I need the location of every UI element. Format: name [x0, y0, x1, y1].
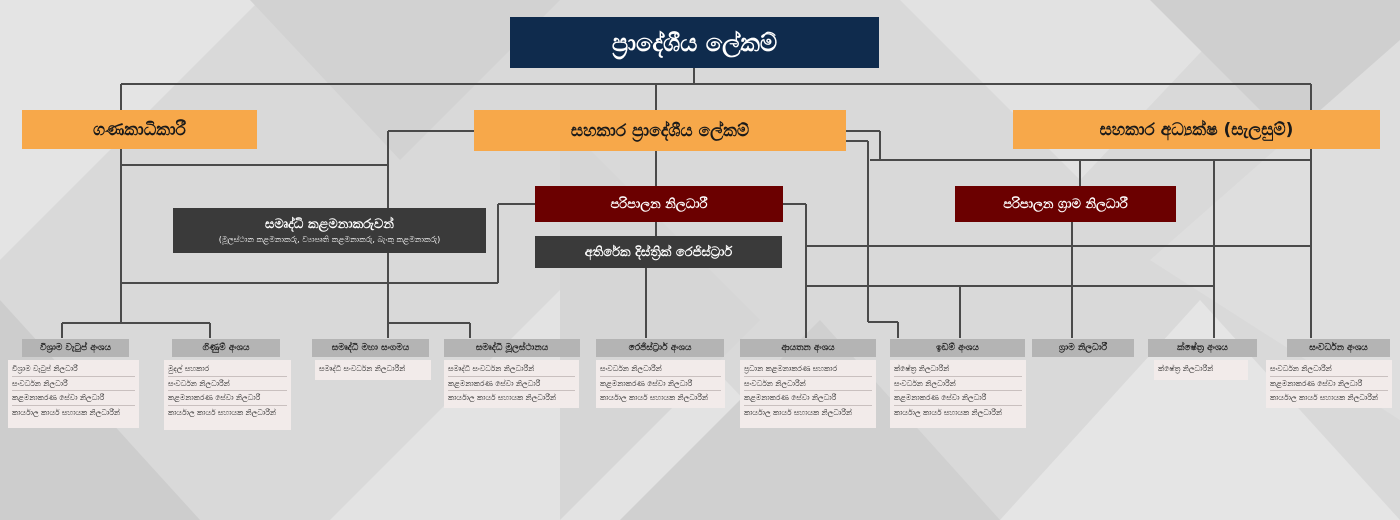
additional-district-registrar-title: අතිරේක දිස්ත්‍රික් රෙජිස්ට්‍රාර් — [584, 244, 733, 260]
list-item: කළමනාකරණ සේවා නිලධාරී — [744, 391, 872, 406]
list-item: කළමනාකරණ සේවා නිලධාරී — [894, 391, 1022, 406]
divisional-secretary-box: ප්‍රාදේශීය ලේකම් — [510, 17, 879, 68]
assistant-divisional-secretary-title: සහකාර ප්‍රාදේශීය ලේකම් — [570, 120, 750, 141]
list-item: සංවර්ධන නිලධාරීන් — [744, 377, 872, 391]
division-staff-list: විශ්‍රාම වැටුප් නිලධාරී සංවර්ධන නිලධාරී … — [8, 360, 139, 428]
division-header: සමෘද්ධි මහා සංගමය — [312, 339, 429, 357]
additional-district-registrar-box: අතිරේක දිස්ත්‍රික් රෙජිස්ට්‍රාර් — [535, 236, 782, 268]
list-item: සංවර්ධන නිලධාරීන් — [894, 377, 1022, 391]
division-staff-list: ක්ෂේත්‍ර නිලධාරීන් — [1154, 360, 1248, 380]
list-item: සංවර්ධන නිලධාරීන් — [600, 362, 721, 377]
list-item: කාර්යාල කාර්ය සහායක නිලධාරීන් — [600, 393, 709, 402]
division-staff-list: සමෘද්ධි සංවර්ධන නිලධාරීන් — [315, 360, 431, 380]
list-item: සංවර්ධන නිලධාරී — [12, 377, 135, 391]
division-header: රෙජිස්ට්‍රාර් අංශය — [596, 339, 724, 357]
division-header: ගිණුම් අංශය — [172, 339, 280, 357]
division-staff-list: සංවර්ධන නිලධාරීන් කළමනාකරණ සේවා නිලධාරී … — [596, 360, 725, 408]
division-staff-list: ප්‍රධාන කළමනාකරණ සහකාර සංවර්ධන නිලධාරීන්… — [740, 360, 876, 428]
list-item: මුදල් සහකාර — [168, 362, 287, 377]
list-item: කළමනාකරණ සේවා නිලධාරී — [1270, 377, 1388, 391]
list-item: ක්ෂේත්‍ර නිලධාරීන් — [1158, 364, 1214, 373]
accountant-box: ගණකාධිකාරී — [22, 110, 257, 149]
admin-officer-title: පරිපාලන නිලධාරී — [610, 196, 708, 212]
list-item: සමෘද්ධි සංවර්ධන නිලධාරීන් — [319, 364, 406, 373]
list-item: කාර්යාල කාර්ය සහායක නිලධාරීන් — [12, 407, 121, 417]
division-header: ආයතන අංශය — [740, 339, 876, 357]
division-header: ඉඩම් අංශය — [890, 339, 1025, 357]
division-staff-list: සංවර්ධන නිලධාරීන් කළමනාකරණ සේවා නිලධාරී … — [1266, 360, 1392, 408]
list-item: කළමනාකරණ සේවා නිලධාරී — [12, 391, 135, 406]
division-header: සමෘද්ධි මූලස්ථානය — [444, 339, 580, 357]
list-item: කාර්යාල කාර්ය සහායක නිලධාරීන් — [744, 407, 853, 417]
list-item: ප්‍රධාන කළමනාකරණ සහකාර — [744, 362, 872, 377]
divisional-secretary-title: ප්‍රාදේශීය ලේකම් — [611, 28, 778, 57]
list-item: සංවර්ධන නිලධාරීන් — [168, 377, 287, 391]
admin-grama-niladhari-box: පරිපාලන ග්‍රාම නිලධාරී — [955, 186, 1176, 222]
division-header: විශ්‍රාම වැටුප් අංශය — [22, 339, 129, 357]
division-staff-list: මුදල් සහකාර සංවර්ධන නිලධාරීන් කළමනාකරණ ස… — [164, 360, 291, 430]
assistant-divisional-secretary-box: සහකාර ප්‍රාදේශීය ලේකම් — [474, 110, 846, 151]
samurdhi-managers-title: සමෘද්ධි කළමනාකරුවන් — [265, 216, 394, 232]
list-item: කළමනාකරණ සේවා නිලධාරී — [168, 391, 287, 406]
division-header: ක්ෂේත්‍ර අංශය — [1148, 339, 1257, 357]
assistant-director-planning-title: සහකාර අධ්‍යක්ෂ (සැලසුම්) — [1099, 119, 1294, 140]
list-item: කාර්යාල කාර්ය සහායක නිලධාරීන් — [894, 407, 1003, 417]
accountant-title: ගණකාධිකාරී — [93, 119, 186, 140]
list-item: කළමනාකරණ සේවා නිලධාරී — [448, 377, 575, 391]
list-item: විශ්‍රාම වැටුප් නිලධාරී — [12, 362, 135, 377]
list-item: කළමනාකරණ සේවා නිලධාරී — [600, 377, 721, 391]
list-item: කාර්යාල කාර්ය සහායක නිලධාරීන් — [1270, 393, 1379, 402]
division-header: ග්‍රාම නිලධාරී — [1032, 339, 1134, 357]
division-header: සංවර්ධන අංශය — [1287, 339, 1390, 357]
assistant-director-planning-box: සහකාර අධ්‍යක්ෂ (සැලසුම්) — [1013, 110, 1380, 149]
list-item: ක්ෂේත්‍ර නිලධාරීන් — [894, 362, 1022, 377]
list-item: සමෘද්ධි සංවර්ධන නිලධාරීන් — [448, 362, 575, 377]
admin-grama-niladhari-title: පරිපාලන ග්‍රාම නිලධාරී — [1003, 196, 1128, 212]
division-staff-list: ක්ෂේත්‍ර නිලධාරීන් සංවර්ධන නිලධාරීන් කළම… — [890, 360, 1026, 428]
admin-officer-box: පරිපාලන නිලධාරී — [535, 186, 783, 222]
list-item: සංවර්ධන නිලධාරීන් — [1270, 362, 1388, 377]
list-item: කාර්යාල කාර්ය සහායක නිලධාරීන් — [448, 393, 557, 402]
list-item: කාර්යාල කාර්ය සහායක නිලධාරීන් — [168, 407, 277, 417]
samurdhi-managers-box: සමෘද්ධි කළමනාකරුවන් (මූලස්ථාන කළමනාකරු, … — [173, 208, 486, 253]
samurdhi-managers-subtitle: (මූලස්ථාන කළමනාකරු, ව්‍යාපෘති කළමනාකරු, … — [218, 234, 441, 244]
division-staff-list: සමෘද්ධි සංවර්ධන නිලධාරීන් කළමනාකරණ සේවා … — [444, 360, 579, 408]
